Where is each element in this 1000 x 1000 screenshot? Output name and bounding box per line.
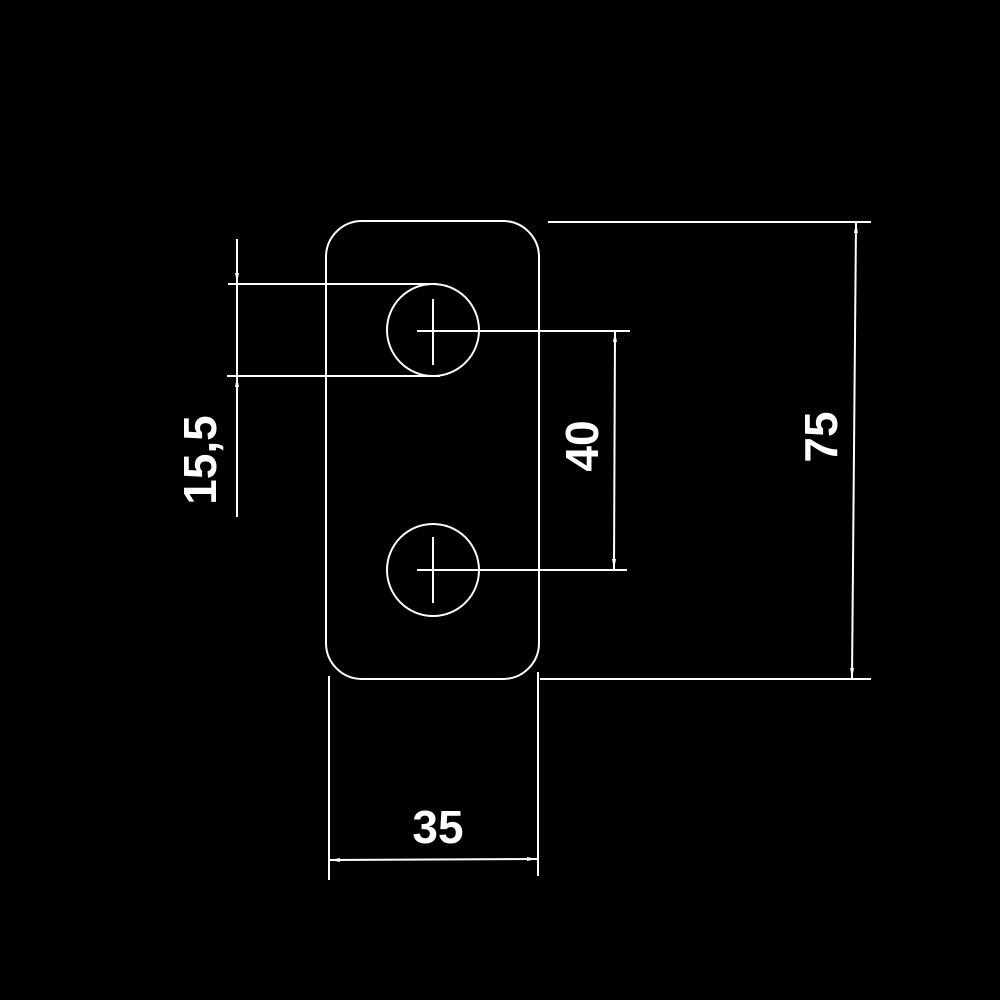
hole-spacing-label: 40 (556, 420, 608, 471)
height-label: 75 (795, 411, 847, 462)
width-dimension-line (329, 857, 538, 862)
height-dimension-line (850, 222, 858, 679)
width-label: 35 (412, 801, 463, 853)
hole-spacing-dimension-line (612, 331, 617, 570)
plate-outline (325, 220, 540, 680)
hole-diameter-label: 15,5 (174, 415, 226, 505)
